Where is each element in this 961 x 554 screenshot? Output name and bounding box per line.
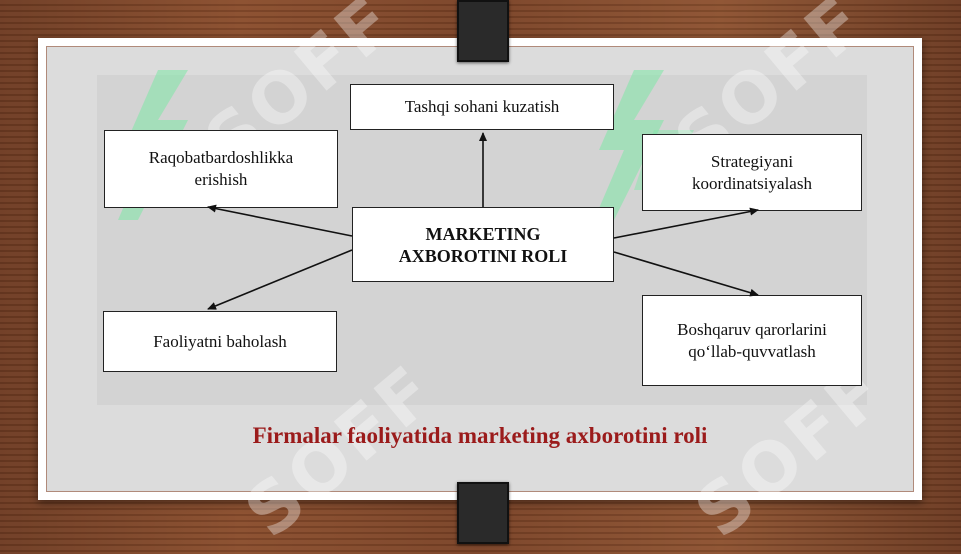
node-label: Strategiyani koordinatsiyalash	[692, 151, 812, 193]
node-label: Faoliyatni baholash	[153, 331, 287, 351]
node-label: MARKETING AXBOROTINI ROLI	[398, 223, 568, 266]
slide-caption: Firmalar faoliyatida marketing axborotin…	[252, 423, 708, 448]
node-strategy-coordination: Strategiyani koordinatsiyalash	[642, 134, 862, 211]
node-competitiveness: Raqobatbardoshlikka erishish	[104, 130, 338, 208]
node-label: Boshqaruv qarorlarini qo‘llab-quvvatlash	[677, 319, 827, 361]
node-decision-support: Boshqaruv qarorlarini qo‘llab-quvvatlash	[642, 295, 862, 386]
node-performance-evaluation: Faoliyatni baholash	[103, 311, 337, 372]
node-label: Tashqi sohani kuzatish	[404, 97, 560, 116]
binder-clip-top	[457, 0, 509, 62]
node-label: Raqobatbardoshlikka erishish	[148, 148, 294, 189]
node-external-monitoring: Tashqi sohani kuzatish	[350, 84, 614, 130]
node-center-role: MARKETING AXBOROTINI ROLI	[352, 207, 614, 282]
binder-clip-bottom	[457, 482, 509, 544]
